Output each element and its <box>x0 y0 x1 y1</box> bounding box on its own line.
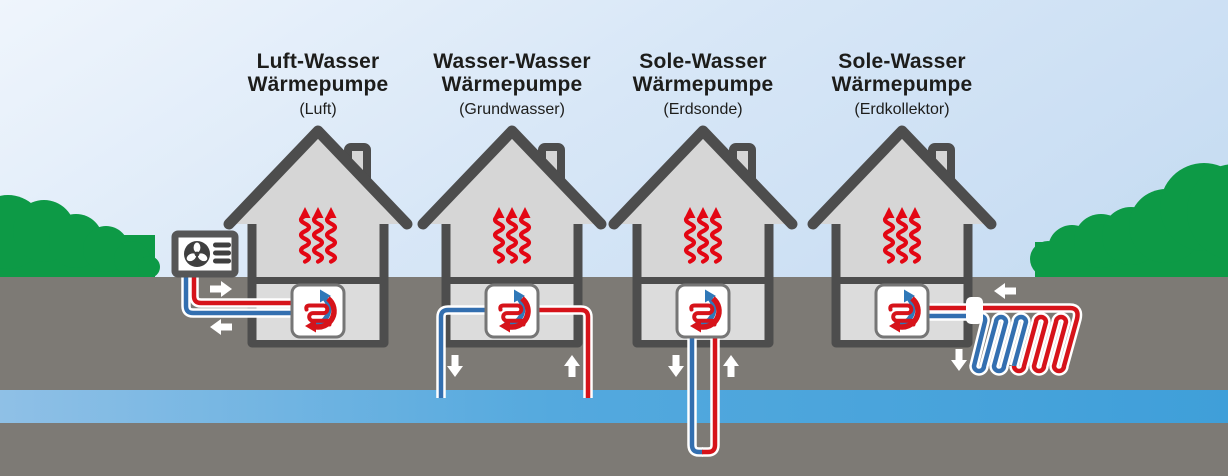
collector-pipe-blue <box>924 313 1029 374</box>
refrigerant-cycle-icon <box>486 285 538 337</box>
ground-collector-coil <box>924 303 1083 376</box>
pump-title-line2: Wärmepumpe <box>247 73 389 96</box>
pump-title-line1: Sole-Wasser <box>639 50 767 73</box>
refrigerant-cycle-icon <box>677 285 729 337</box>
refrigerant-cycle-icon <box>876 285 928 337</box>
probe-pipe-blue <box>689 334 703 455</box>
pump-subtitle: (Erdsonde) <box>663 101 743 118</box>
pump-title-line2: Wärmepumpe <box>831 73 973 96</box>
pump-title-luft-wasser: Luft-Wasser Wärmepumpe (Luft) <box>206 50 430 119</box>
pump-title-sole-wasser-erdkollektor: Sole-Wasser Wärmepumpe (Erdkollektor) <box>790 50 1014 119</box>
fan-icon <box>184 241 210 267</box>
groundwater-layer <box>0 390 1228 423</box>
pump-subtitle: (Erdkollektor) <box>854 101 950 118</box>
pump-subtitle: (Grundwasser) <box>459 101 565 118</box>
air-unit-pipes <box>181 272 298 318</box>
house-sole-wasser-erdkollektor <box>813 131 1083 376</box>
house-wasser-wasser <box>423 131 601 398</box>
house-luft-wasser <box>171 131 407 343</box>
supply-pipe-red <box>191 272 298 306</box>
probe-pipe-red <box>702 334 718 455</box>
pump-title-line1: Luft-Wasser <box>256 50 380 73</box>
pump-title-sole-wasser-erdsonde: Sole-Wasser Wärmepumpe (Erdsonde) <box>591 50 815 119</box>
pump-title-line2: Wärmepumpe <box>632 73 774 96</box>
pump-subtitle: (Luft) <box>299 101 337 118</box>
return-pipe-blue <box>183 272 298 316</box>
pump-title-wasser-wasser: Wasser-Wasser Wärmepumpe (Grundwasser) <box>400 50 624 119</box>
bush-right <box>1030 163 1228 280</box>
air-vent-louvers <box>213 242 231 264</box>
distribution-box <box>966 297 983 324</box>
suction-pipe-red <box>534 307 591 398</box>
outdoor-air-unit <box>171 230 239 278</box>
well-pipes <box>436 305 593 398</box>
pump-title-line2: Wärmepumpe <box>441 73 583 96</box>
injection-pipe-blue <box>438 307 490 398</box>
collector-pipe-red <box>924 305 1080 374</box>
pump-title-line1: Wasser-Wasser <box>433 50 591 73</box>
pump-title-line1: Sole-Wasser <box>838 50 966 73</box>
borehole-probe-pipes <box>687 334 720 457</box>
house-sole-wasser-erdsonde <box>614 131 792 457</box>
refrigerant-cycle-icon <box>292 285 344 337</box>
bush-left <box>0 195 160 280</box>
